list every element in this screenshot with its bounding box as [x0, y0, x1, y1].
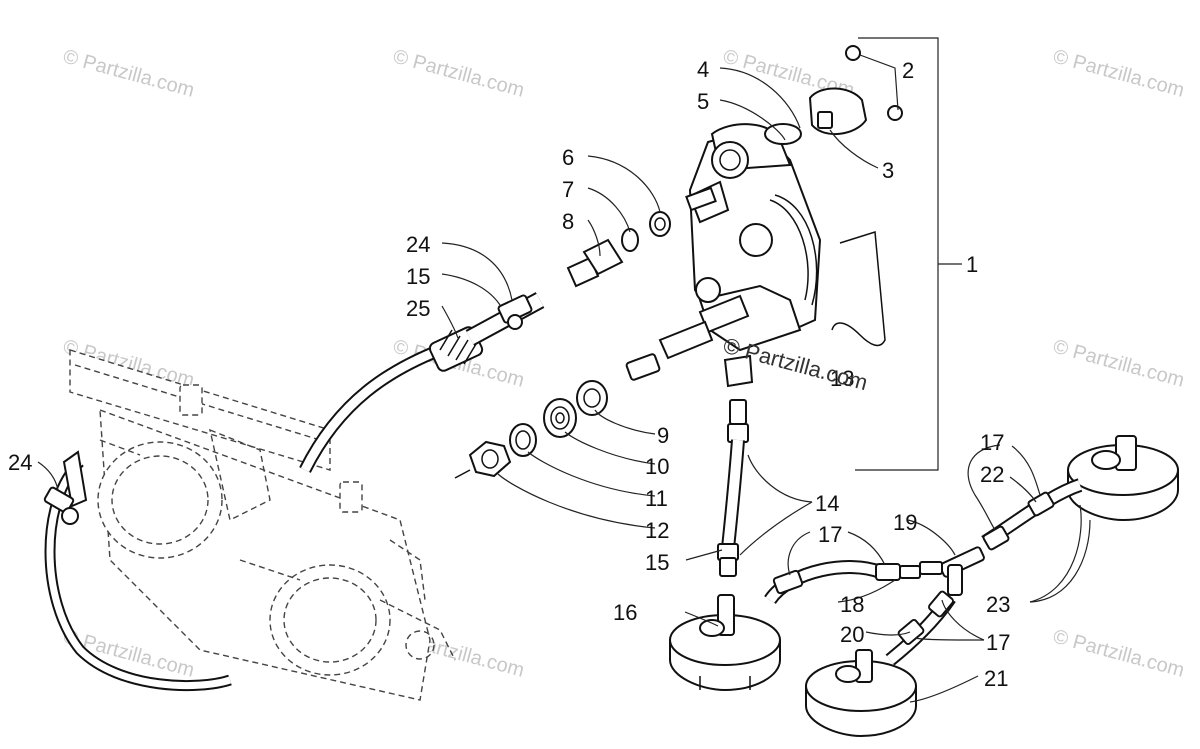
watermark-4: © Partzilla.com: [1051, 46, 1187, 102]
callout-17-a: 17: [818, 522, 842, 547]
tee-19: [919, 546, 985, 596]
watermark-2: © Partzilla.com: [391, 46, 527, 102]
group-1-bracket: [855, 37, 939, 471]
callout-17-c: 17: [980, 430, 1004, 455]
callout-18: 18: [840, 592, 864, 617]
callout-12: 12: [645, 518, 669, 543]
callout-14: 14: [815, 491, 839, 516]
callout-3: 3: [882, 158, 894, 183]
callout-5: 5: [697, 89, 709, 114]
callout-1: 1: [966, 252, 978, 277]
canister-21: [805, 649, 917, 738]
callout-2: 2: [902, 58, 914, 83]
callout-19: 19: [893, 510, 917, 535]
clamp-15-upper: [497, 294, 533, 330]
callout-20: 20: [840, 622, 864, 647]
hairpin-clip-13: [831, 231, 886, 347]
callout-labels: 1 2 3 4 5 6 7 8 9 10 11 12 13 14 15 15 1…: [8, 57, 1010, 691]
callout-15-upper: 15: [406, 264, 430, 289]
canister-23: [1067, 435, 1179, 522]
canister-16: [669, 594, 781, 692]
callout-8: 8: [562, 209, 574, 234]
callout-24-upper: 24: [406, 232, 430, 257]
callout-23: 23: [986, 592, 1010, 617]
callout-21: 21: [984, 666, 1008, 691]
callout-4: 4: [697, 57, 709, 82]
leader-lines: [37, 54, 1091, 703]
callout-25: 25: [406, 296, 430, 321]
callout-10: 10: [645, 454, 669, 479]
clamp-17-a: [772, 569, 804, 595]
watermark-7: © Partzilla.com: [1051, 336, 1187, 392]
clamp-17-b: [875, 563, 901, 581]
fuel-pressure-regulator: [625, 123, 822, 388]
watermark-1: © Partzilla.com: [61, 46, 197, 102]
callout-11: 11: [645, 486, 668, 511]
callout-15-lower: 15: [645, 550, 669, 575]
clamp-24-left: [43, 486, 79, 525]
callout-13: 13: [830, 366, 854, 391]
washer-stack: [454, 380, 608, 479]
callout-24-left: 24: [8, 450, 32, 475]
watermark-10: © Partzilla.com: [1051, 626, 1187, 682]
fitting-8: [566, 211, 671, 288]
throttle-body: [69, 349, 456, 701]
callout-9: 9: [657, 423, 669, 448]
callout-17-b: 17: [986, 630, 1010, 655]
callout-7: 7: [562, 177, 574, 202]
callout-6: 6: [562, 145, 574, 170]
callout-22: 22: [980, 462, 1004, 487]
clamp-17-c: [1027, 491, 1055, 517]
callout-16: 16: [613, 600, 637, 625]
hose-14: [717, 399, 749, 577]
